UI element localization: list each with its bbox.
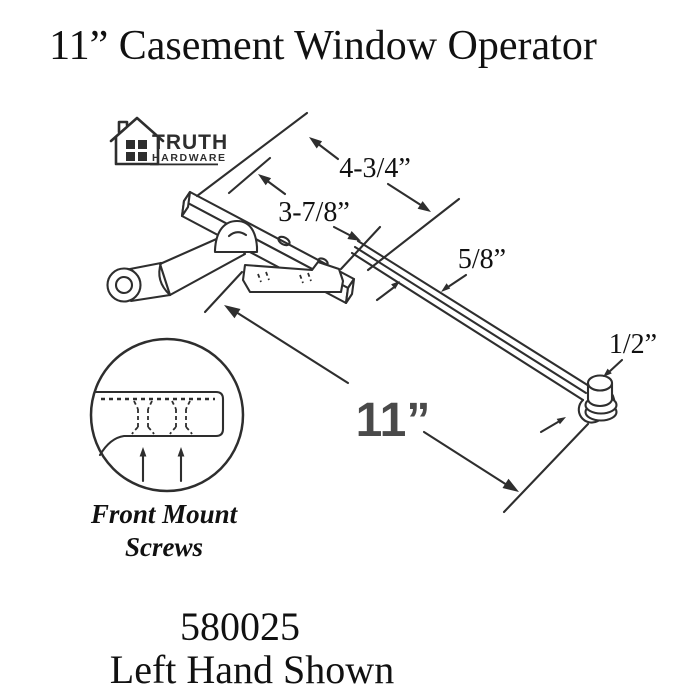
screw-pointer-arrows <box>139 447 185 483</box>
bar-screw-hole <box>277 235 291 247</box>
brand-subname: HARDWARE <box>152 152 227 164</box>
brand-name: TRUTH <box>152 131 228 154</box>
callout-label-line2: Screws <box>125 532 203 562</box>
house-icon <box>109 116 165 166</box>
window-panes-icon <box>126 140 147 161</box>
bar-cross-section <box>94 390 225 457</box>
part-number: 580025 <box>180 604 300 649</box>
callout-circle <box>89 337 245 493</box>
operator-base <box>241 260 345 294</box>
front-mount-callout <box>89 337 245 493</box>
ext-line <box>339 225 382 271</box>
logo-underline <box>150 163 218 166</box>
dim-label-5-8: 5/8” <box>458 244 506 275</box>
page-title: 11” Casement Window Operator <box>49 23 597 69</box>
hidden-screw-left <box>131 400 155 435</box>
callout-label-line1: Front Mount <box>90 499 239 529</box>
ext-line <box>195 111 309 198</box>
base-hidden-holes <box>257 271 312 284</box>
crank-spline-hole <box>114 275 134 295</box>
ext-line <box>366 197 461 272</box>
dim-label-4-3-4: 4-3/4” <box>339 153 411 184</box>
operator-arm <box>350 239 616 424</box>
hand-note: Left Hand Shown <box>110 647 394 692</box>
ext-line <box>502 422 590 514</box>
gear-cone <box>213 219 259 254</box>
dim-label-1-2: 1/2” <box>609 329 657 360</box>
truth-hardware-logo: TRUTH HARDWARE <box>109 116 228 166</box>
arm-stud <box>584 374 618 422</box>
hidden-screw-right <box>169 400 193 435</box>
dim-label-3-7-8: 3-7/8” <box>278 197 350 228</box>
dim-label-11: 11” <box>356 394 431 447</box>
ext-line <box>203 270 244 314</box>
ext-line <box>227 156 272 195</box>
dimension-lines <box>195 111 624 514</box>
